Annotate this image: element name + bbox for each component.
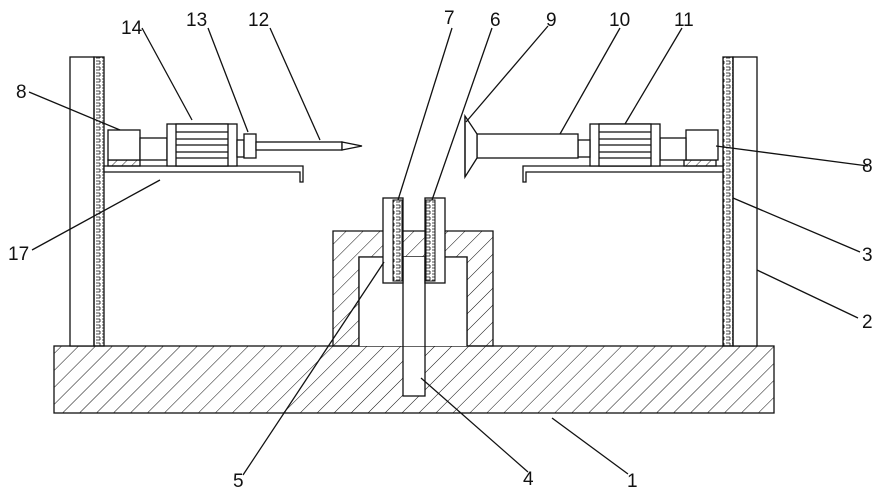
label-4: 4 [523,469,534,490]
label-6: 6 [490,10,501,31]
label-1: 1 [627,471,638,492]
label-13: 13 [186,10,207,31]
label-11: 11 [674,10,694,31]
label-17: 17 [8,244,29,265]
label-3: 3 [862,245,873,266]
label-2: 2 [862,312,873,333]
label-14: 14 [121,18,143,39]
base-plate [54,346,774,413]
label-12: 12 [248,10,269,31]
label-8-right: 8 [862,156,873,177]
label-9: 9 [546,10,557,31]
label-7: 7 [444,8,455,29]
left-drive-assembly [108,124,362,166]
left-upright [70,57,104,346]
label-10: 10 [609,10,630,31]
label-5: 5 [233,471,244,492]
label-8-left: 8 [16,82,27,103]
center-seat [333,231,493,346]
